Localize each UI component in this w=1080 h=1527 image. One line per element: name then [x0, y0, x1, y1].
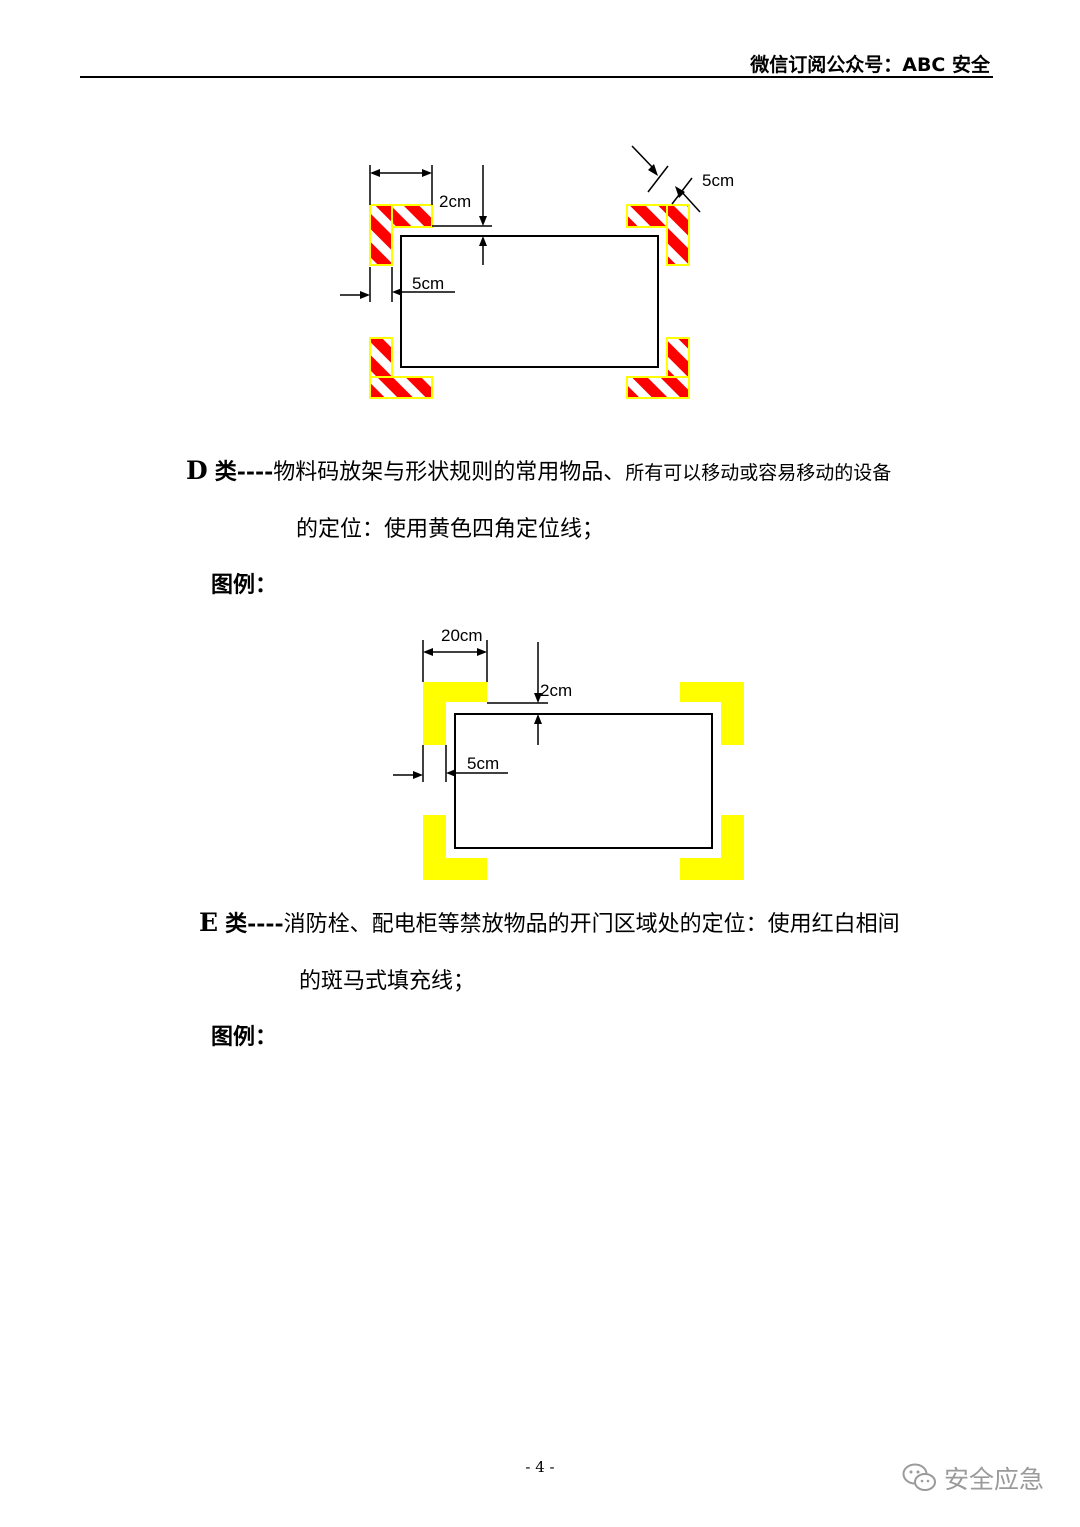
figure-striped-corners: 2cm 5cm 5cm	[340, 145, 734, 399]
label-5cm-stripe: 5cm	[702, 171, 734, 190]
watermark-text: 安全应急	[943, 1465, 1044, 1494]
section-d-line2: 的定位：使用黄色四角定位线；	[296, 517, 605, 542]
section-d-text: 物料码放架与形状规则的常用物品、	[273, 460, 626, 485]
section-e-line1: E 类----消防栓、配电柜等禁放物品的开门区域处的定位：使用红白相间	[199, 906, 900, 938]
section-d-line1: D 类----物料码放架与形状规则的常用物品、所有可以移动或容易移动的设备	[186, 454, 891, 486]
wechat-icon	[902, 1463, 936, 1491]
corner-bottom-right	[626, 337, 690, 399]
page-number: - 4 -	[525, 1458, 555, 1476]
section-e-dashes: ----	[247, 911, 284, 937]
label-20cm: 20cm	[441, 626, 483, 645]
legend-label-d: 图例：	[211, 573, 278, 598]
header-text: 微信订阅公众号：ABC 安全	[750, 54, 990, 76]
object-outline	[454, 713, 713, 849]
section-d-letter: D	[186, 456, 208, 485]
section-d-dashes: ----	[236, 459, 274, 485]
object-outline	[400, 235, 659, 368]
corner-bottom-right	[680, 815, 744, 880]
header-rule	[80, 76, 993, 78]
corner-top-right	[680, 682, 744, 745]
corner-top-left	[369, 204, 433, 266]
corner-bottom-left	[423, 815, 487, 880]
section-e-line2: 的斑马式填充线；	[299, 969, 476, 994]
label-2cm: 2cm	[540, 681, 572, 700]
label-5cm-gap: 5cm	[412, 274, 444, 293]
section-e-text: 消防栓、配电柜等禁放物品的开门区域处的定位：使用红白相间	[283, 912, 900, 937]
label-2cm: 2cm	[439, 192, 471, 211]
section-e-word: 类	[225, 911, 248, 937]
section-d-text-small: 所有可以移动或容易移动的设备	[625, 462, 892, 484]
section-e-letter: E	[199, 908, 219, 937]
figure-yellow-corners: 20cm 2cm 5cm	[393, 626, 744, 880]
label-5cm: 5cm	[467, 754, 499, 773]
watermark: 安全应急	[902, 1460, 1044, 1496]
corner-top-left	[423, 682, 487, 745]
section-d-word: 类	[214, 459, 237, 485]
legend-label-e: 图例：	[211, 1025, 278, 1050]
corner-bottom-left	[369, 337, 433, 399]
corner-top-right	[626, 204, 690, 266]
